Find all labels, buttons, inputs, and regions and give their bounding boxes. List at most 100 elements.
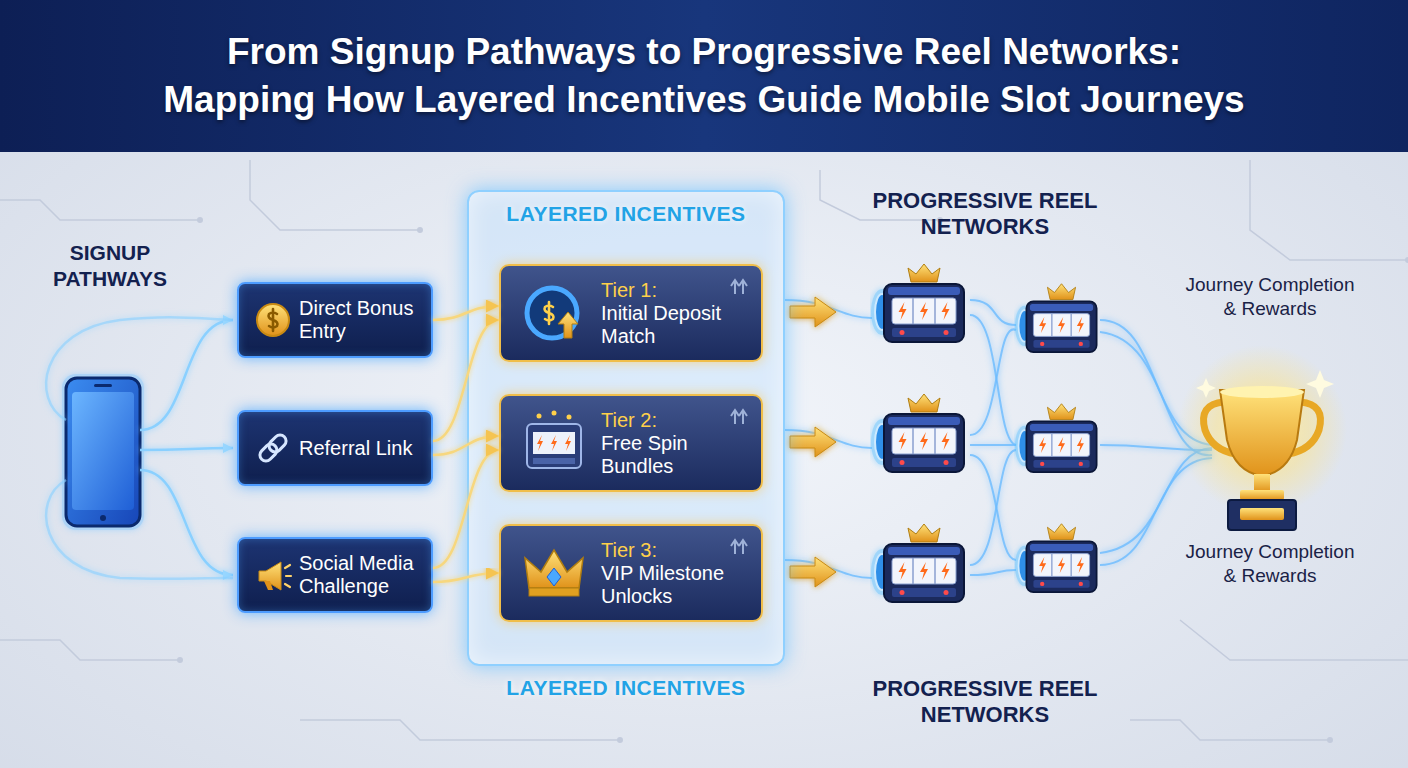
- up-arrow: [558, 312, 578, 338]
- sound-lines: [285, 565, 291, 587]
- circuit-line: [250, 160, 420, 230]
- phone-links: [46, 317, 233, 579]
- phone-screen: [72, 392, 134, 510]
- flow-line: [140, 448, 233, 450]
- circuit-line: [0, 640, 180, 660]
- connector-group: [433, 436, 499, 455]
- circuit-lines: [0, 160, 1408, 740]
- circuit-dots: [177, 217, 1408, 743]
- deposit-icon: [527, 288, 577, 338]
- circuit-dot: [417, 227, 423, 233]
- circuit-line: [1180, 620, 1408, 660]
- group-heading: LAYERED INCENTIVES: [469, 202, 783, 226]
- text-holder: Tier 3:VIP Milestone Unlocks: [601, 526, 753, 620]
- slot-machines: [871, 264, 1097, 602]
- tier-box: Tier 3:VIP Milestone Unlocks: [499, 524, 763, 622]
- connector-group: [433, 573, 499, 582]
- pathway-box: Social Media Challenge: [237, 537, 433, 613]
- up-chevrons: [727, 534, 751, 558]
- flow-line: [970, 315, 1016, 445]
- mini-slot: [527, 424, 581, 468]
- outcome-label: Journey Completion & Rewards: [1177, 273, 1363, 321]
- incentive-group: Tier 1:Initial Deposit MatchTier 2:Free …: [467, 190, 785, 666]
- lightning-symbol: [551, 435, 557, 451]
- flow-line: [46, 480, 233, 579]
- tier-text: Free Spin Bundles: [601, 432, 753, 478]
- trophy-neck: [1240, 490, 1284, 500]
- dollar-symbol: [269, 309, 278, 331]
- slot-machine: [1015, 284, 1097, 352]
- text-holder: Social Media Challenge: [299, 539, 427, 611]
- trophy-base: [1228, 500, 1296, 530]
- circuit-line: [1250, 160, 1408, 260]
- trophy-plate: [1240, 508, 1284, 520]
- node-icon: [253, 300, 293, 340]
- gold-arrow: [790, 427, 836, 457]
- link-icon: [257, 432, 288, 463]
- tier-label: Tier 3:: [601, 539, 753, 562]
- node-text: Direct Bonus Entry: [299, 297, 427, 343]
- sparkle: [567, 415, 572, 420]
- reel-network-lines: [785, 300, 1212, 578]
- slot-machine: [871, 264, 964, 342]
- connector: [433, 573, 499, 582]
- phone-body: [66, 378, 140, 526]
- circuit-dot: [177, 657, 183, 663]
- trophy-cup: [1220, 390, 1304, 476]
- node-icon: [253, 428, 293, 468]
- crown-band: [529, 588, 579, 596]
- text-holder: Tier 1:Initial Deposit Match: [601, 266, 753, 360]
- sparkle: [1306, 370, 1334, 398]
- sparkle: [1196, 378, 1216, 398]
- slot-machine: [1015, 404, 1097, 472]
- connector: [433, 320, 499, 441]
- flow-line: [970, 455, 1016, 560]
- node-icon: [253, 555, 293, 595]
- node-icon: [519, 278, 589, 348]
- chevron: [731, 280, 747, 294]
- flow-line: [140, 320, 233, 430]
- chain-link: [267, 432, 289, 454]
- group-heading: LAYERED INCENTIVES: [469, 676, 783, 700]
- circuit-dot: [617, 737, 623, 743]
- crown-icon: [525, 550, 583, 588]
- connector-group: [433, 320, 499, 441]
- tier-text: VIP Milestone Unlocks: [601, 562, 753, 608]
- title-area: From Signup Pathways to Progressive Reel…: [64, 0, 1344, 152]
- megaphone-handle: [264, 581, 273, 590]
- flow-line: [970, 450, 1016, 565]
- outcome-label: Journey Completion & Rewards: [1177, 540, 1363, 588]
- connector: [433, 436, 499, 455]
- gold-arrow: [790, 297, 836, 327]
- tier-box: Tier 1:Initial Deposit Match: [499, 264, 763, 362]
- trophy-illustration: [1177, 345, 1347, 530]
- chevron: [731, 540, 747, 554]
- diagram-title: From Signup Pathways to Progressive Reel…: [64, 28, 1344, 124]
- flow-line: [970, 300, 1016, 325]
- tier-label: Tier 1:: [601, 279, 753, 302]
- sparkle: [537, 414, 542, 419]
- slot-machine: [871, 394, 964, 472]
- section-label: PROGRESSIVE REEL NETWORKS: [869, 188, 1101, 241]
- pathway-box: Direct Bonus Entry: [237, 282, 433, 358]
- circuit-line: [1130, 720, 1330, 740]
- node-icon: [519, 408, 589, 478]
- phone-speaker: [94, 384, 112, 387]
- phone-button: [100, 515, 106, 521]
- circuit-line: [300, 720, 620, 740]
- node-text: Social Media Challenge: [299, 552, 427, 598]
- gold-arrow: [790, 557, 836, 587]
- up-chevrons: [727, 404, 751, 428]
- coin-icon: [257, 304, 289, 336]
- flow-line: [140, 470, 233, 575]
- circuit-dot: [1405, 257, 1408, 263]
- trophy-stem: [1254, 474, 1270, 492]
- phone-glow: [62, 374, 144, 530]
- flow-line: [970, 570, 1016, 575]
- phone-illustration: [62, 374, 144, 530]
- text-holder: Tier 2:Free Spin Bundles: [601, 396, 753, 490]
- tier-text: Initial Deposit Match: [601, 302, 753, 348]
- text-holder: Direct Bonus Entry: [299, 284, 427, 356]
- flow-line: [970, 444, 1016, 446]
